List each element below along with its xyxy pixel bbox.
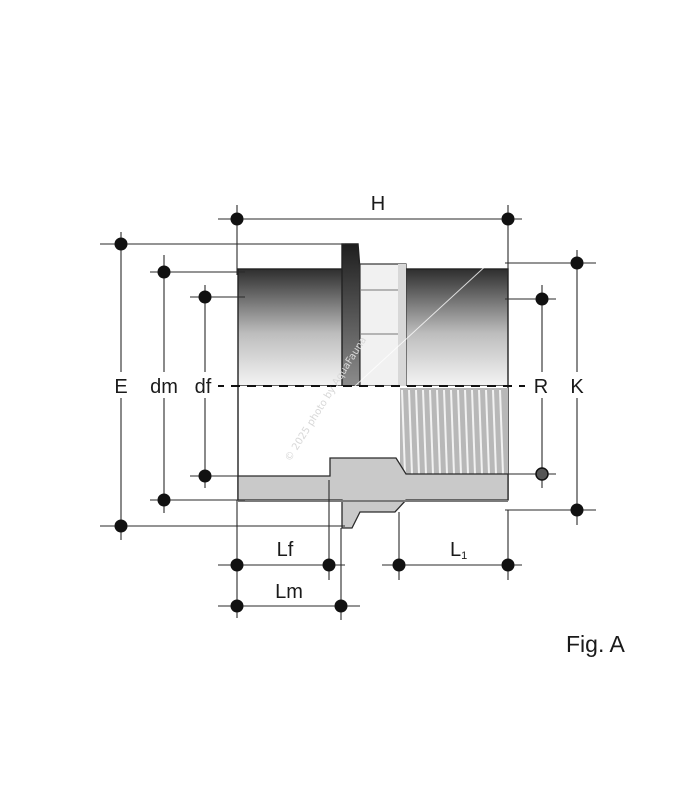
thread-ridge xyxy=(408,389,413,475)
thread-ridge xyxy=(464,389,469,475)
label-Lf: Lf xyxy=(277,539,294,561)
adapter-body xyxy=(237,243,509,529)
thread-ridge xyxy=(401,389,406,475)
thread-ridge xyxy=(471,389,476,475)
thread-ridge xyxy=(478,389,483,475)
thread-ridge xyxy=(443,389,448,475)
label-L1: L1 xyxy=(450,539,467,562)
thread-ridge xyxy=(485,389,490,475)
internal-thread xyxy=(400,388,508,475)
label-K: K xyxy=(570,376,584,398)
thread-ridge xyxy=(436,389,441,475)
thread-ridge xyxy=(492,389,497,475)
label-df: df xyxy=(195,376,212,398)
label-E: E xyxy=(114,376,127,398)
label-dm: dm xyxy=(150,376,178,398)
thread-ridge xyxy=(422,389,427,475)
label-Lm: Lm xyxy=(275,581,303,603)
watermark-stroke xyxy=(317,261,491,421)
thread-ridge xyxy=(457,389,462,475)
dimension-dots xyxy=(114,212,584,613)
label-R: R xyxy=(534,376,548,398)
thread-ridge xyxy=(429,389,434,475)
thread-ridge xyxy=(450,389,455,475)
thread-ridge xyxy=(499,389,504,475)
thread-ridge xyxy=(415,389,420,475)
figure-label: Fig. A xyxy=(566,631,625,657)
label-H: H xyxy=(371,193,385,215)
